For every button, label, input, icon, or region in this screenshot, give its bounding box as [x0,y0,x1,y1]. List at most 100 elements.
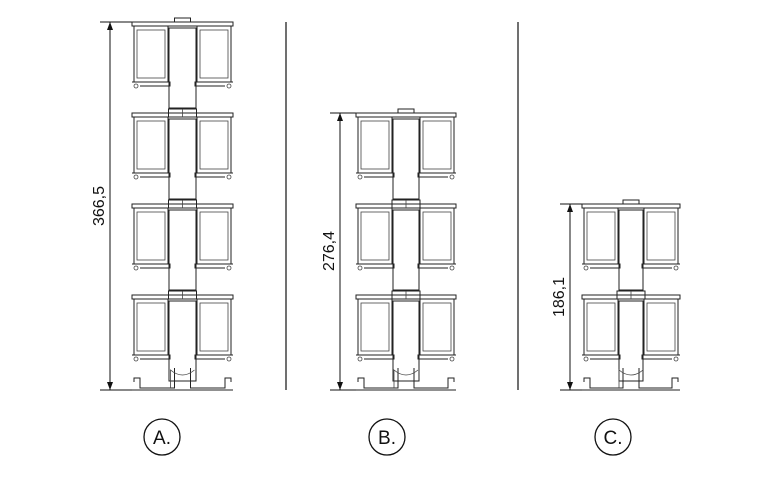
label-text-a: A. [153,428,171,449]
left-hook [132,81,171,87]
profile-b: 276,4 B. [321,108,457,456]
left-chamber-inner [136,211,166,261]
right-chamber-inner [199,29,229,79]
central-chamber [392,300,420,382]
dimension-c: 186,1 [551,203,582,391]
right-hook-tip [226,83,232,89]
base-right [190,368,232,389]
left-hook [356,263,395,269]
right-hook-tip [449,356,455,362]
right-hook-tip [226,356,232,362]
right-hook [194,354,233,360]
central-chamber [168,209,197,291]
left-chamber [357,116,393,174]
right-chamber-inner [422,211,452,261]
label-a: A. [143,418,181,456]
profile-c: 186,1 C. [551,199,681,456]
dimension-label-c: 186,1 [551,277,568,317]
right-hook [641,263,680,269]
profile-drawing-a [131,17,234,391]
left-chamber-inner [586,302,616,352]
dimension-a: 366,5 [91,21,132,391]
label-text-b: B. [378,428,396,449]
central-chamber [168,27,197,109]
right-hook-tip [226,265,232,271]
right-chamber [419,207,455,265]
profile-tier [131,17,234,109]
left-chamber [133,116,169,174]
profile-tier [131,108,234,200]
base-left [583,368,624,389]
left-chamber [357,207,393,265]
central-chamber [392,209,420,291]
top-notch [174,17,191,22]
profile-tier [581,199,681,291]
profile-tier [355,199,457,291]
left-chamber [357,298,393,356]
right-chamber-inner [646,211,676,261]
right-hook-tip [449,174,455,180]
right-chamber-inner [199,120,229,170]
right-hook [194,172,233,178]
right-chamber [196,116,232,174]
profile-tier [581,290,681,382]
left-hook-tip [133,265,139,271]
profile-tier [355,108,457,200]
right-chamber [419,298,455,356]
tier-top-flange [131,21,234,27]
central-chamber [392,118,420,200]
left-chamber [133,207,169,265]
profile-tier [355,290,457,382]
left-hook [132,263,171,269]
base-left [357,368,399,389]
right-chamber [643,298,679,356]
right-hook-tip [673,356,679,362]
profile-base [356,368,456,391]
label-text-c: C. [604,428,623,449]
right-hook [194,263,233,269]
right-chamber [196,25,232,83]
left-chamber-inner [136,120,166,170]
central-chamber [618,209,644,291]
base-center [170,369,195,388]
right-hook-tip [226,174,232,180]
left-chamber-inner [136,302,166,352]
left-hook [132,354,171,360]
central-chamber [168,300,197,382]
left-hook-tip [133,356,139,362]
left-chamber-inner [136,29,166,79]
base-left [133,368,175,389]
left-hook-tip [583,265,589,271]
left-hook-tip [583,356,589,362]
left-hook-tip [133,83,139,89]
base-right [413,368,455,389]
top-notch [397,108,415,113]
profile-drawing-b [355,108,457,391]
left-chamber [133,25,169,83]
profile-drawing-c [581,199,681,391]
left-hook [356,354,395,360]
profile-a: 366,5 A. [91,17,234,456]
tier-top-flange [355,112,457,118]
left-chamber-inner [360,120,390,170]
dimension-b: 276,4 [321,112,356,391]
dimension-label-a: 366,5 [91,186,108,226]
dimension-label-b: 276,4 [321,231,338,271]
left-hook-tip [357,174,363,180]
right-hook [641,354,680,360]
left-hook [582,354,621,360]
profile-base [582,368,680,391]
central-chamber [168,118,197,200]
left-hook-tip [357,265,363,271]
right-chamber-inner [199,302,229,352]
profile-tier [131,199,234,291]
top-notch [622,199,640,204]
left-hook-tip [133,174,139,180]
left-chamber-inner [586,211,616,261]
right-hook [417,263,456,269]
right-chamber [643,207,679,265]
left-hook-tip [357,356,363,362]
right-chamber-inner [422,120,452,170]
left-chamber-inner [360,302,390,352]
